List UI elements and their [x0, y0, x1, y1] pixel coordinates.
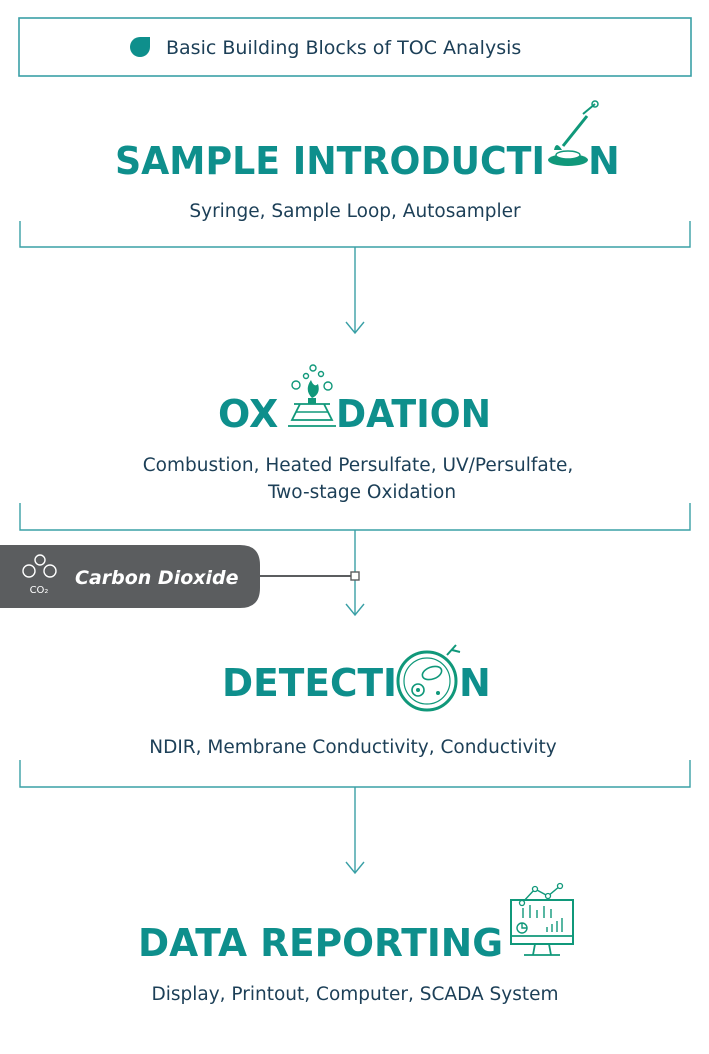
- step-oxidation: OX DATION Combustion, Heated Persulfate,…: [19, 364, 691, 531]
- connector-3: [345, 787, 365, 875]
- step-data-reporting: DATA REPORTING Display, Printout, Comput…: [138, 882, 574, 1005]
- co2-molecule-icon: CO₂: [22, 554, 57, 596]
- step-desc-sample-introduction: Syringe, Sample Loop, Autosampler: [189, 201, 521, 222]
- header-box: Basic Building Blocks of TOC Analysis: [18, 17, 692, 77]
- step-detection: DETECTI N NDIR, Membrane Conductivity, C…: [19, 644, 691, 788]
- step-title-oxidation-end: DATION: [336, 392, 491, 436]
- pipette-dish-icon: [548, 100, 599, 166]
- step-title-oxidation: OX: [218, 392, 278, 436]
- burner-flask-icon: [288, 364, 336, 427]
- arrow-down-icon: [345, 861, 365, 875]
- connector-1: [345, 247, 365, 335]
- step-sample-introduction: SAMPLE INTRODUCTI N Syringe, Sample Loop…: [19, 100, 691, 248]
- step-title-detection: DETECTI: [222, 661, 397, 705]
- side-label-carbon-dioxide: CO₂ Carbon Dioxide: [0, 545, 360, 608]
- arrow-down-icon: [345, 321, 365, 335]
- side-label-text: Carbon Dioxide: [75, 567, 239, 589]
- step-desc-oxidation-line2: Two-stage Oxidation: [267, 482, 456, 503]
- step-title-sample-introduction-end: N: [588, 139, 620, 183]
- step-title-sample-introduction: SAMPLE INTRODUCTI: [115, 139, 545, 183]
- monitor-chart-icon: [510, 882, 574, 956]
- microbe-lens-icon: [396, 644, 461, 712]
- co2-icon-label: CO₂: [30, 585, 49, 596]
- arrow-down-icon: [345, 603, 365, 617]
- step-desc-detection: NDIR, Membrane Conductivity, Conductivit…: [149, 737, 557, 758]
- step-title-data-reporting: DATA REPORTING: [138, 921, 503, 965]
- step-desc-oxidation-line1: Combustion, Heated Persulfate, UV/Persul…: [143, 455, 573, 476]
- drop-icon: [130, 37, 150, 57]
- step-desc-data-reporting: Display, Printout, Computer, SCADA Syste…: [151, 984, 558, 1005]
- step-title-detection-end: N: [459, 661, 491, 705]
- header-title: Basic Building Blocks of TOC Analysis: [166, 37, 521, 59]
